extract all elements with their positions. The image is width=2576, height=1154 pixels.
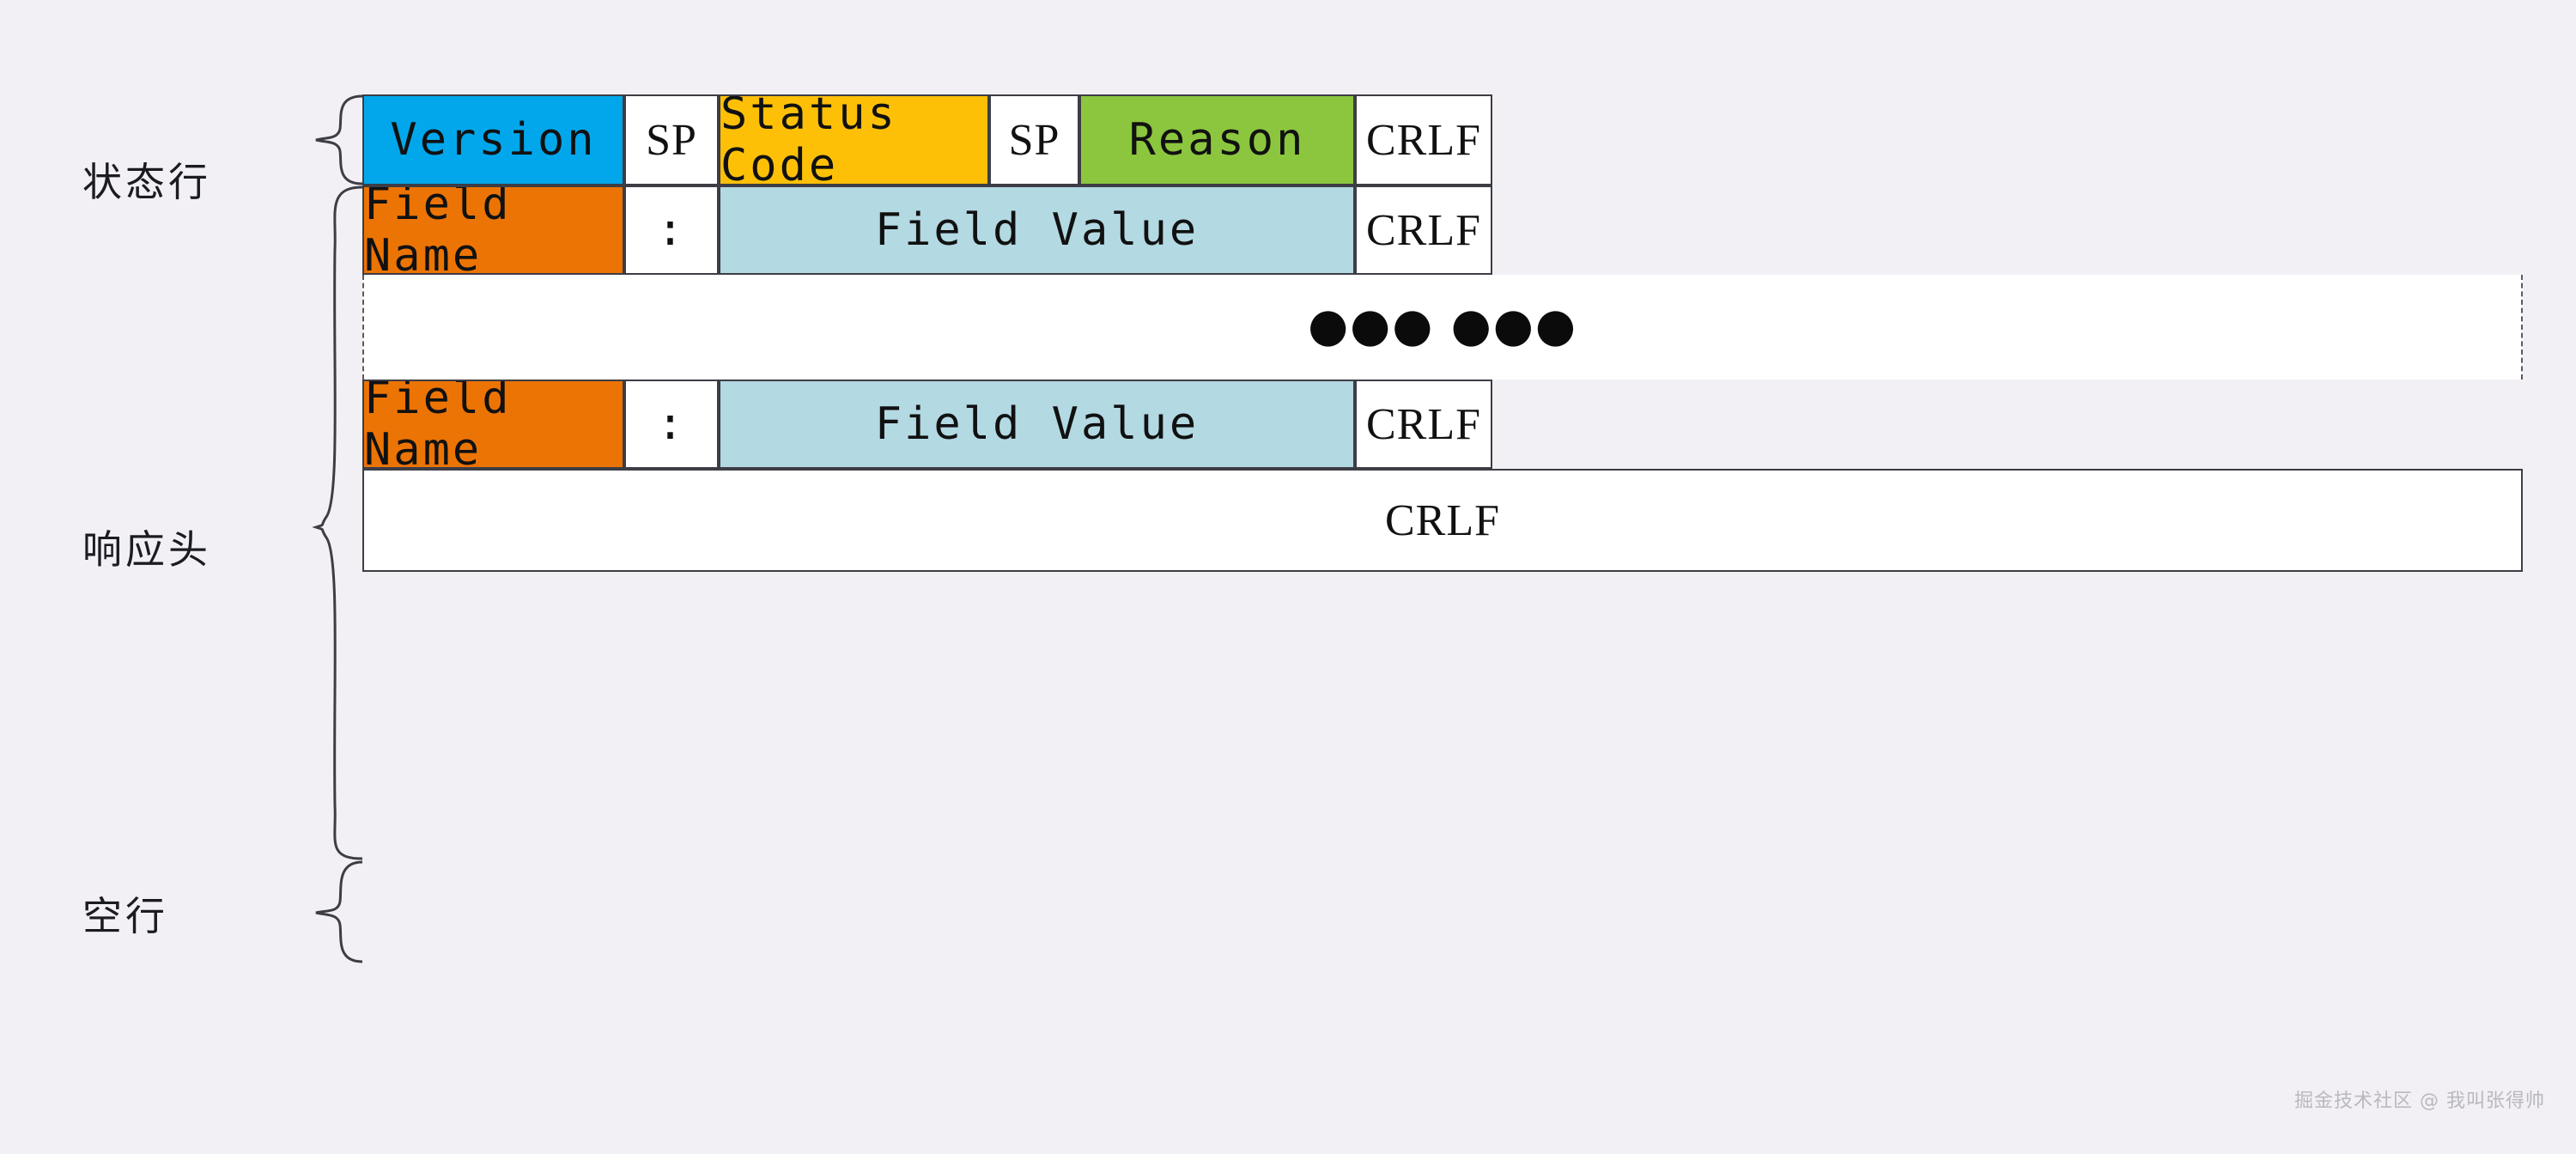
cell-field-name-last: Field Name [362,380,624,469]
section-label-status-line: 状态行 [82,159,211,205]
cell-crlf-header-first: CRLF [1355,185,1492,275]
watermark: 掘金技术社区 @ 我叫张得帅 [2294,1090,2545,1112]
curly-brace-blank-line [315,860,363,963]
section-label-response-headers: 响应头 [82,526,211,573]
http-response-table: Version SP Status Code SP Reason CRLF Fi… [362,94,2523,572]
section-label-blank-line: 空行 [82,893,168,939]
curly-brace-status-line [315,94,363,185]
cell-version: Version [362,94,624,185]
cell-field-name-first: Field Name [362,185,624,275]
blank-line-row: CRLF [362,469,2523,572]
cell-crlf-status-line: CRLF [1355,94,1492,185]
ellipsis-row: ●●● ●●● [362,275,2523,380]
header-field-row-last: Field Name : Field Value CRLF [362,380,2523,469]
status-line-row: Version SP Status Code SP Reason CRLF [362,94,2523,185]
cell-status-code: Status Code [719,94,989,185]
cell-crlf-header-last: CRLF [1355,380,1492,469]
cell-sp-first: SP [624,94,719,185]
cell-crlf-blank-line: CRLF [362,469,2523,572]
header-field-row-first: Field Name : Field Value CRLF [362,185,2523,275]
cell-colon-last: : [624,380,719,469]
ellipsis-dots: ●●● ●●● [1308,298,1577,352]
cell-reason: Reason [1079,94,1355,185]
cell-sp-second: SP [989,94,1079,185]
cell-field-value-first: Field Value [719,185,1355,275]
cell-colon-first: : [624,185,719,275]
cell-field-value-last: Field Value [719,380,1355,469]
curly-brace-response-headers [312,185,363,860]
